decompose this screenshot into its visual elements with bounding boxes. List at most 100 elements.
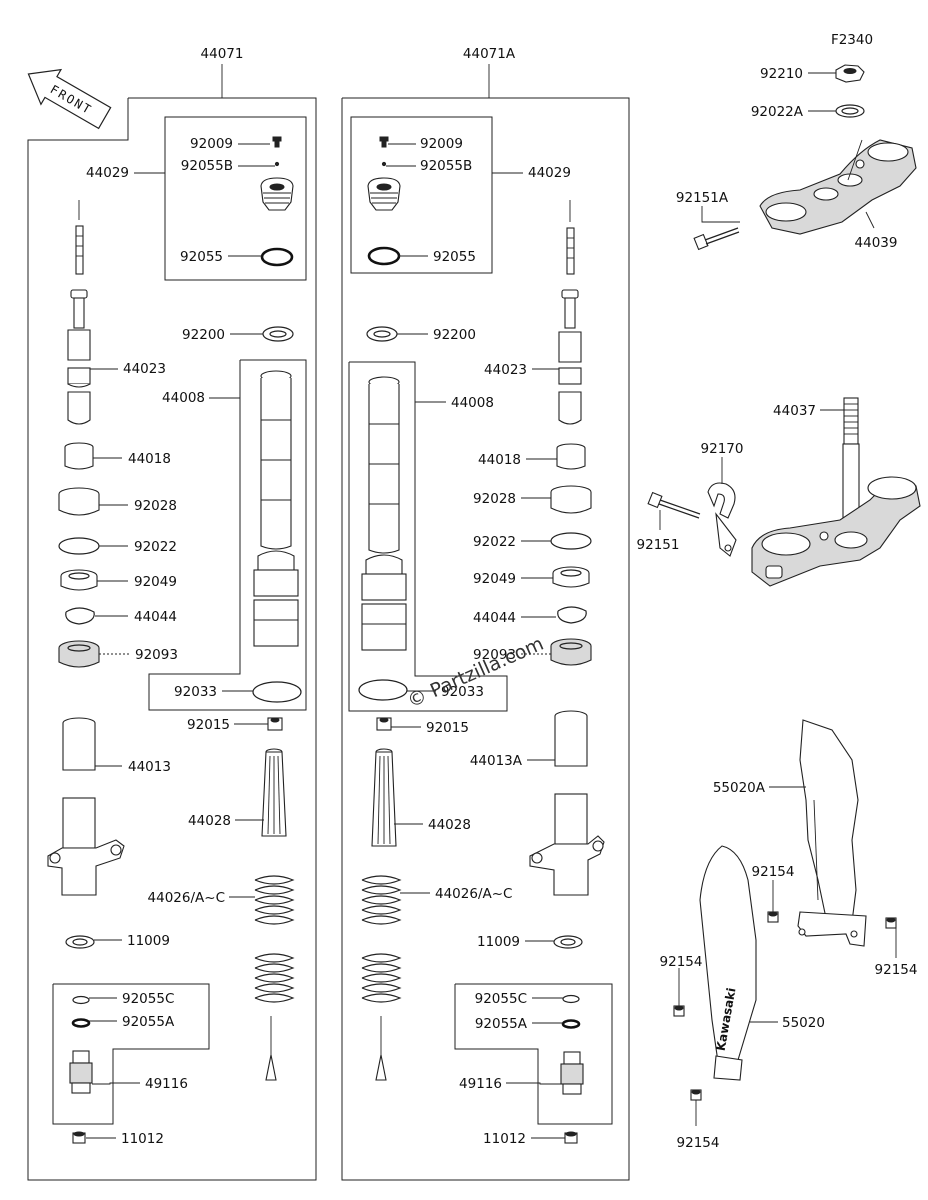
stem-labels: 44037 92170 92151 xyxy=(637,403,844,553)
bushing-b-icon xyxy=(550,485,592,514)
small-oring-icon xyxy=(381,161,387,167)
bolt-a-icon xyxy=(767,911,779,923)
label-right-gasket: 11009 xyxy=(477,934,520,950)
label-left-assembly: 44071 xyxy=(201,46,244,62)
oring-c-icon xyxy=(562,994,580,1004)
spring-guide-icon xyxy=(261,748,287,837)
label-bolt-a: 92154 xyxy=(752,864,795,880)
label-stem: 44037 xyxy=(773,403,816,419)
drain-bolt-icon xyxy=(564,1131,578,1144)
cap-bolt-icon xyxy=(272,136,282,148)
guard-labels: 55020A 92154 92154 92154 55020 92154 xyxy=(660,780,918,1151)
label-guard-left: 55020 xyxy=(782,1015,825,1031)
upper-bracket-parts xyxy=(693,64,917,251)
label-right-oring-c: 92055C xyxy=(475,991,527,1007)
label-right-small-oring: 92055B xyxy=(420,158,472,174)
oring-a-icon xyxy=(71,1018,91,1028)
label-left-tube-oring: 92033 xyxy=(174,684,217,700)
label-right-dust-seal: 92093 xyxy=(473,647,516,663)
cable-holder-icon xyxy=(707,482,737,557)
right-fork-labels: 92009 92055B 44029 92055 92200 44023 440… xyxy=(386,136,571,1147)
label-left-oil-seal: 92049 xyxy=(134,574,177,590)
bushing-a-icon xyxy=(64,442,94,470)
cap-oring-icon xyxy=(367,246,401,266)
bushing-a-icon xyxy=(556,443,586,470)
label-stem-washer: 92022A xyxy=(751,104,804,120)
label-guard-right: 55020A xyxy=(713,780,766,796)
label-left-cap-bolt: 92009 xyxy=(190,136,233,152)
label-left-outer-tube: 44013 xyxy=(128,759,171,775)
clamp-bolt-lower-icon xyxy=(647,491,701,519)
nut-icon xyxy=(376,717,392,731)
clamp-bolt-upper-icon xyxy=(693,227,740,251)
bolt-d-icon xyxy=(690,1089,702,1101)
left-fork-parts xyxy=(47,136,302,1144)
label-left-dust-seal: 92093 xyxy=(135,647,178,663)
valve-icon xyxy=(69,1050,93,1094)
label-right-spring: 44026/A~C xyxy=(435,886,512,902)
washer-icon xyxy=(366,326,398,342)
label-left-gasket: 11009 xyxy=(127,933,170,949)
label-right-washer: 92200 xyxy=(433,327,476,343)
right-fork-parts xyxy=(358,136,605,1144)
watermark-text: © Partzilla.com xyxy=(404,633,547,713)
damper-rod-icon xyxy=(67,200,91,425)
outer-tube-icon xyxy=(529,710,605,896)
label-right-valve: 49116 xyxy=(459,1076,502,1092)
label-left-cap-oring: 92055 xyxy=(180,249,223,265)
upper-bracket-labels: 92210 92022A 92151A 44039 xyxy=(676,66,898,251)
bolt-c-icon xyxy=(673,1005,685,1017)
spring-guide-icon xyxy=(371,748,397,847)
label-right-circlip: 44044 xyxy=(473,610,516,626)
label-cable-holder: 92170 xyxy=(701,441,744,457)
label-stem-nut: 92210 xyxy=(760,66,803,82)
small-oring-icon xyxy=(274,161,280,167)
lower-bracket-icon xyxy=(751,476,921,587)
dust-seal-icon xyxy=(58,640,100,668)
oil-seal-icon xyxy=(552,566,590,588)
outer-tube-icon xyxy=(47,717,125,896)
label-bolt-d: 92154 xyxy=(677,1135,720,1151)
label-left-oring-c: 92055C xyxy=(122,991,174,1007)
fork-guard-left-icon: Kawasaki xyxy=(699,845,757,1081)
label-left-inner-tube: 44008 xyxy=(162,390,205,406)
label-upper-bracket: 44039 xyxy=(855,235,898,251)
label-right-bushing-b: 92028 xyxy=(473,491,516,507)
label-left-bushing-b: 92028 xyxy=(134,498,177,514)
label-left-washer-b: 92022 xyxy=(134,539,177,555)
circlip-icon xyxy=(557,606,587,624)
spring-icon xyxy=(254,875,295,1081)
tube-oring-icon xyxy=(358,679,408,701)
figure-code: F2340 xyxy=(831,32,873,48)
label-left-small-oring: 92055B xyxy=(181,158,233,174)
bolt-b-icon xyxy=(885,917,897,929)
stem-washer-icon xyxy=(835,104,865,118)
oring-a-icon xyxy=(561,1019,581,1029)
label-clamp-bolt-upper: 92151A xyxy=(676,190,729,206)
damper-rod-icon xyxy=(558,200,582,425)
label-left-bushing-a: 44018 xyxy=(128,451,171,467)
washer-b-icon xyxy=(550,532,592,550)
front-arrow-icon: FRONT xyxy=(27,68,112,130)
label-left-drain-bolt: 11012 xyxy=(121,1131,164,1147)
label-right-rod: 44023 xyxy=(484,362,527,378)
right-fork-frame xyxy=(341,64,630,1181)
drain-bolt-icon xyxy=(72,1131,86,1144)
label-right-tube-oring: 92033 xyxy=(441,684,484,700)
label-left-nut: 92015 xyxy=(187,717,230,733)
label-left-spring-guide: 44028 xyxy=(188,813,231,829)
inner-tube-icon xyxy=(361,376,407,651)
label-clamp-bolt-lower: 92151 xyxy=(637,537,680,553)
fork-guard-right-icon xyxy=(797,719,867,947)
upper-bracket-icon xyxy=(759,139,917,235)
washer-icon xyxy=(262,326,294,342)
cap-oring-icon xyxy=(260,247,294,267)
nut-icon xyxy=(267,717,283,731)
oil-seal-icon xyxy=(60,569,98,591)
left-fork-frame xyxy=(27,64,317,1181)
inner-tube-icon xyxy=(253,370,299,647)
label-left-washer: 92200 xyxy=(182,327,225,343)
label-right-spring-guide: 44028 xyxy=(428,817,471,833)
label-bolt-c: 92154 xyxy=(660,954,703,970)
